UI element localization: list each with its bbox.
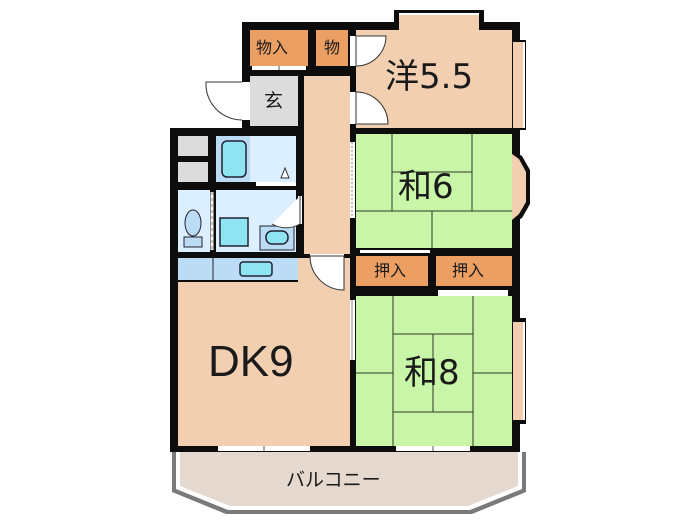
oshiire-right-label: 押入 xyxy=(452,261,485,280)
oshiire-left-label: 押入 xyxy=(374,261,407,280)
oshiire-left xyxy=(356,256,428,286)
dining-kitchen-floor xyxy=(178,282,350,446)
western-room-label: 洋5.5 xyxy=(385,57,474,97)
oshiire-right xyxy=(436,256,512,286)
japanese-room-8-label: 和8 xyxy=(404,353,460,393)
closet-small xyxy=(316,30,348,66)
hallway-floor xyxy=(304,76,350,254)
washbasin xyxy=(265,230,289,245)
kitchen-counter xyxy=(178,258,298,280)
japanese-room-6 xyxy=(356,134,512,248)
bathtub xyxy=(221,140,247,178)
japanese-room-8 xyxy=(356,296,512,446)
balcony-label: バルコニー xyxy=(286,469,381,491)
balcony xyxy=(172,452,526,514)
closet-small-label: 物 xyxy=(324,38,341,57)
entrance-label: 玄 xyxy=(264,90,284,112)
washing-machine xyxy=(219,217,249,247)
kitchen-sink xyxy=(239,261,273,277)
closet-entrance-label: 物入 xyxy=(256,38,289,57)
entrance-floor xyxy=(250,76,298,126)
dining-kitchen-label: DK9 xyxy=(208,337,294,386)
japanese-room-6-label: 和6 xyxy=(398,167,454,207)
closet-entrance xyxy=(250,30,308,66)
toilet xyxy=(184,209,202,237)
